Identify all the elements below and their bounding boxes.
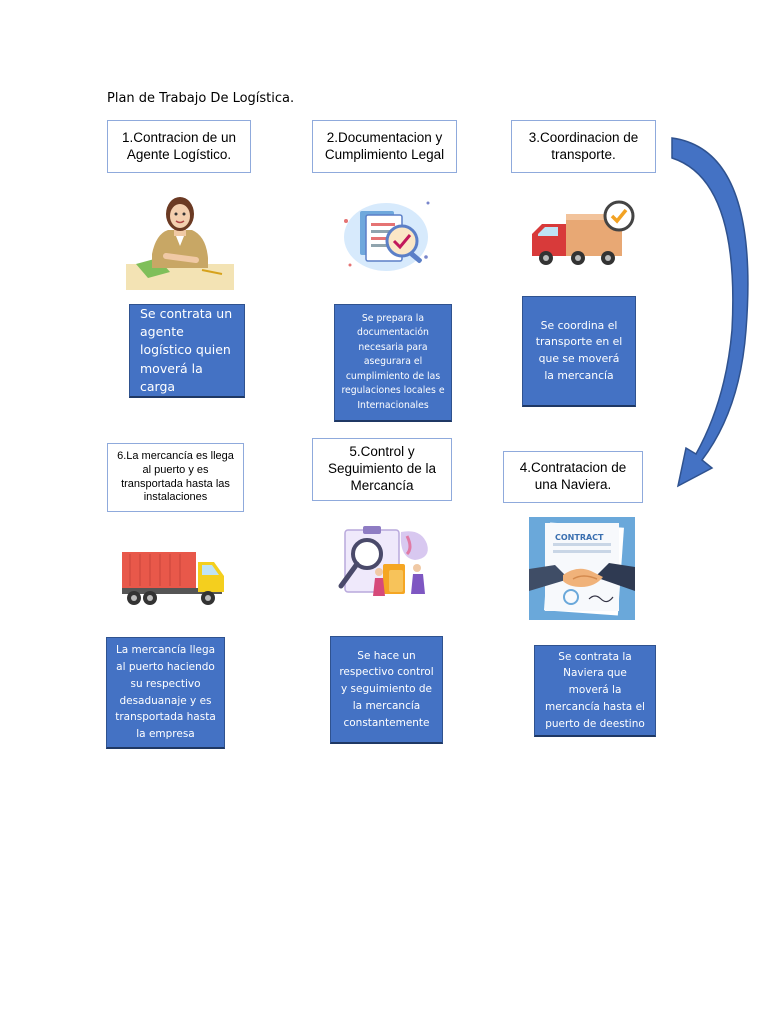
contract-handshake-illustration: CONTRACT	[529, 517, 635, 620]
description-3-box: Se coordina el transporte en el que se m…	[522, 296, 636, 407]
step-3-label: 3.Coordinacion de transporte.	[528, 129, 639, 162]
description-5-box: Se hace un respectivo control y seguimie…	[330, 636, 443, 744]
step-3-box: 3.Coordinacion de transporte.	[511, 120, 656, 173]
description-6-text: La mercancía llega al puerto haciendo su…	[115, 644, 216, 741]
contract-label: CONTRACT	[555, 533, 604, 542]
step-2-box: 2.Documentacion y Cumplimiento Legal	[312, 120, 457, 173]
curved-arrow	[671, 137, 749, 488]
cargo-truck-illustration	[122, 552, 224, 605]
page-title: Plan de Trabajo De Logística.	[107, 91, 295, 106]
step-5-label: 5.Control y Seguimiento de la Mercancía	[327, 444, 437, 493]
step-4-label: 4.Contratacion de una Naviera.	[519, 460, 627, 492]
description-6-box: La mercancía llega al puerto haciendo su…	[106, 637, 225, 749]
step-2-label: 2.Documentacion y Cumplimiento Legal	[324, 129, 445, 162]
description-1-text: Se contrata un agente logístico quien mo…	[140, 306, 233, 394]
description-3-text: Se coordina el transporte en el que se m…	[535, 318, 623, 382]
description-4-box: Se contrata la Naviera que moverá la mer…	[534, 645, 656, 737]
description-2-box: Se prepara la documentación necesaria pa…	[334, 304, 452, 422]
step-1-box: 1.Contracion de un Agente Logístico.	[107, 120, 251, 173]
step-6-box: 6.La mercancía es llega al puerto y es t…	[107, 443, 244, 512]
step-5-box: 5.Control y Seguimiento de la Mercancía	[312, 438, 452, 501]
agent-illustration	[126, 197, 234, 290]
documents-illustration	[344, 201, 430, 271]
description-1-box: Se contrata un agente logístico quien mo…	[129, 304, 245, 398]
description-2-text: Se prepara la documentación necesaria pa…	[341, 313, 445, 411]
step-4-box: 4.Contratacion de una Naviera.	[503, 451, 643, 503]
monitoring-illustration	[338, 526, 428, 596]
step-6-label: 6.La mercancía es llega al puerto y es t…	[117, 450, 234, 504]
delivery-truck-illustration	[532, 200, 635, 265]
step-1-label: 1.Contracion de un Agente Logístico.	[121, 129, 237, 162]
description-5-text: Se hace un respectivo control y seguimie…	[339, 649, 434, 729]
description-4-text: Se contrata la Naviera que moverá la mer…	[545, 650, 645, 730]
